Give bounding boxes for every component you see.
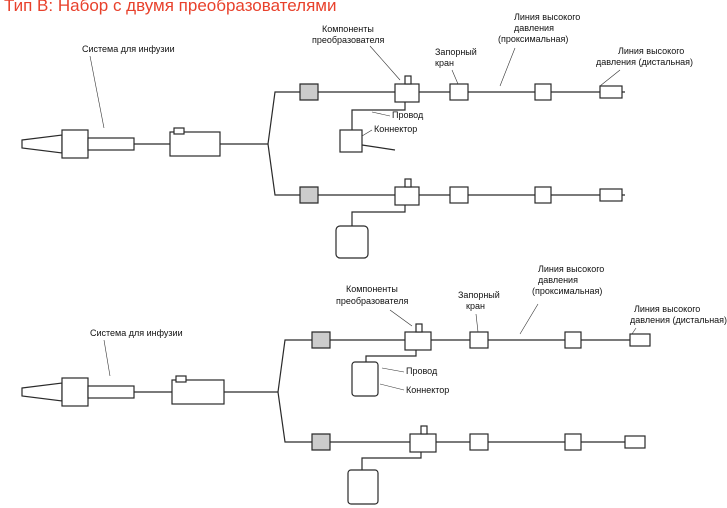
label-transducer-components-2: Компоненты преобразователя [336, 284, 408, 306]
label-infusion-system-2: Система для инфузии [90, 328, 183, 338]
connector-upper [339, 129, 363, 153]
transducer-upper-2 [351, 323, 432, 397]
transducer-lower [335, 178, 420, 259]
transducer-lower-2 [347, 425, 437, 505]
label-high-pressure-distal: Линия высокого давления (дистальная) [596, 46, 693, 67]
drip-chamber [169, 127, 268, 157]
label-connector-2: Коннектор [406, 385, 449, 395]
line-lower-2 [436, 433, 646, 451]
infusion-spike-2 [21, 377, 172, 407]
label-stopcock: Запорный кран [435, 47, 479, 68]
infusion-spike [21, 129, 170, 159]
label-transducer-components: Компоненты преобразователя [312, 24, 384, 45]
top-assembly [21, 75, 625, 259]
label-high-pressure-proximal: Линия высокого давления (проксимальная) [498, 12, 583, 44]
label-stopcock-2: Запорный кран [458, 290, 502, 311]
top-labels: Система для инфузии Компоненты преобразо… [82, 12, 693, 137]
line-upper-2 [431, 331, 651, 349]
diagram-title: Тип B: Набор с двумя преобразователями [4, 0, 337, 15]
bottom-assembly [21, 323, 651, 505]
label-high-pressure-proximal-2: Линия высокого давления (проксимальная) [532, 264, 607, 296]
tube-split-bottom-2 [277, 391, 410, 443]
label-connector: Коннектор [374, 124, 417, 134]
drip-chamber-2 [171, 375, 278, 405]
line-upper [419, 83, 625, 101]
bottom-labels: Система для инфузии Компоненты преобразо… [90, 264, 727, 395]
roller-clamp [299, 83, 319, 204]
transducer-upper [339, 75, 420, 153]
roller-clamp-2 [311, 331, 331, 451]
label-high-pressure-distal-2: Линия высокого давления (дистальная) [630, 304, 727, 325]
tube-split-top [267, 91, 400, 145]
tube-split-top-2 [277, 339, 410, 393]
tube-split-bottom [267, 143, 400, 196]
connector-lower-2 [347, 469, 379, 505]
bag-lower [335, 225, 369, 259]
label-wire-2: Провод [406, 366, 438, 376]
connector-upper-2 [351, 361, 379, 397]
label-infusion-system: Система для инфузии [82, 44, 175, 54]
label-wire: Провод [392, 110, 424, 120]
line-lower [419, 186, 625, 204]
